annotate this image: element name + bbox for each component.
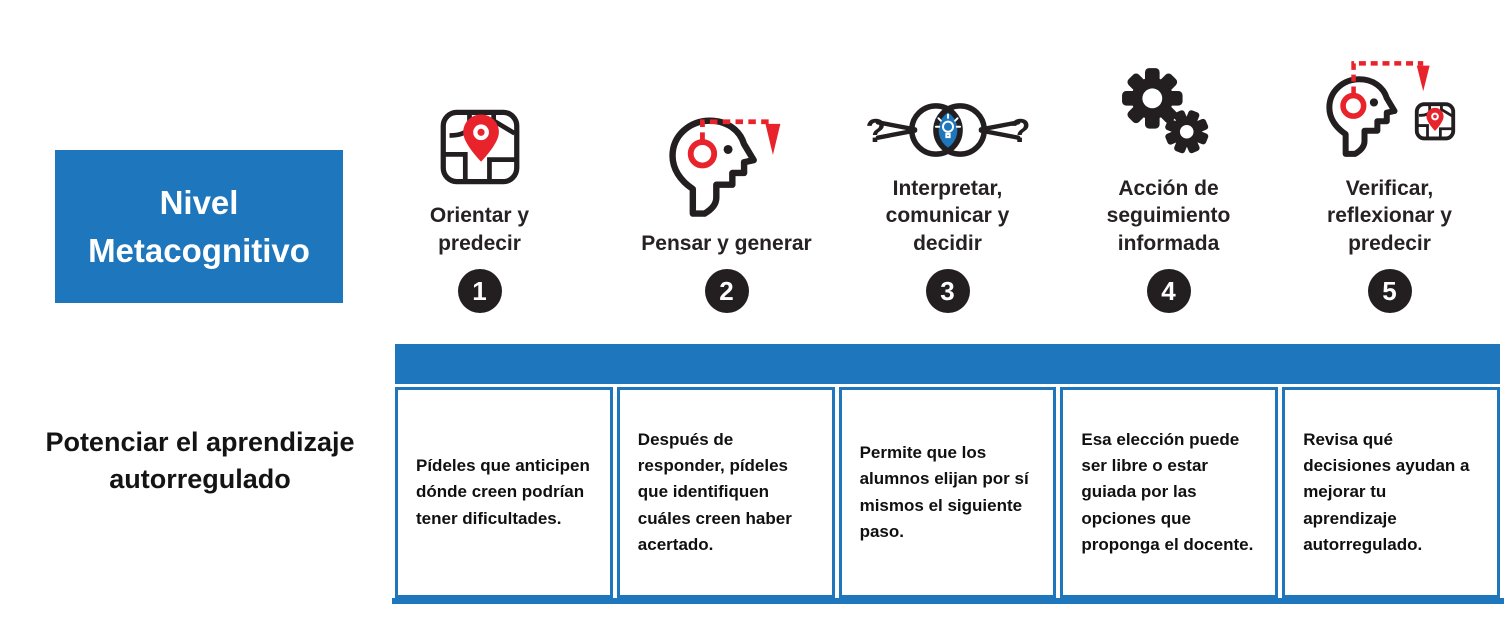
- step-column-3: ? ? Interpretar, comunicar y decidir 3: [837, 25, 1058, 313]
- step-label: Pensar y generar: [641, 231, 812, 255]
- step-label: Interpretar, comunicar y decidir: [885, 177, 1010, 255]
- tip-text: Permite que los alumnos elijan por sí mi…: [859, 442, 1029, 541]
- step-column-1: Orientar y predecir 1: [369, 25, 590, 313]
- step-column-2: Pensar y generar 2: [616, 25, 837, 313]
- step-number-badge: 1: [457, 269, 502, 313]
- tip-text: Revisa qué decisiones ayudan a mejorar t…: [1303, 429, 1470, 555]
- goal-title: Potenciar el aprendizaje autorregulado: [45, 427, 355, 495]
- bottom-rule: [392, 598, 1504, 604]
- step-label: Verificar, reflexionar y predecir: [1327, 177, 1452, 255]
- steps-row: Orientar y predecir 1 Pensar y generar 2: [395, 25, 1500, 313]
- tip-cards-row: Pídeles que anticipen dónde creen podría…: [395, 387, 1500, 598]
- gears-icon: [1121, 25, 1217, 175]
- divider-band: [395, 344, 1500, 384]
- step-number-badge: 4: [1146, 269, 1191, 313]
- svg-text:?: ?: [865, 112, 885, 149]
- step-number-badge: 5: [1367, 269, 1412, 313]
- map-pin-icon: [438, 25, 522, 202]
- svg-text:?: ?: [1010, 112, 1030, 149]
- eye-question-icon: ? ?: [858, 25, 1038, 175]
- tip-card: Después de responder, pídeles que identi…: [616, 387, 835, 598]
- step-number-badge: 2: [704, 269, 749, 313]
- tip-card: Permite que los alumnos elijan por sí mi…: [838, 387, 1057, 598]
- step-label: Acción de seguimiento informada: [1106, 177, 1231, 255]
- step-label: Orientar y predecir: [429, 204, 530, 255]
- step-number-badge: 3: [925, 269, 970, 313]
- tip-card: Pídeles que anticipen dónde creen podría…: [395, 387, 613, 598]
- tip-card: Esa elección puede ser libre o estar gui…: [1060, 387, 1279, 598]
- level-title-box: Nivel Metacognitivo: [55, 150, 343, 303]
- level-title: Nivel Metacognitivo: [88, 183, 310, 269]
- head-map-icon: [1320, 25, 1460, 175]
- tip-text: Esa elección puede ser libre o estar gui…: [1081, 429, 1254, 555]
- thinking-head-icon: [664, 25, 790, 230]
- tip-text: Después de responder, pídeles que identi…: [637, 429, 792, 555]
- tip-card: Revisa qué decisiones ayudan a mejorar t…: [1282, 387, 1500, 598]
- step-column-4: Acción de seguimiento informada 4: [1058, 25, 1279, 313]
- tip-text: Pídeles que anticipen dónde creen podría…: [416, 455, 590, 528]
- step-column-5: Verificar, reflexionar y predecir 5: [1279, 25, 1500, 313]
